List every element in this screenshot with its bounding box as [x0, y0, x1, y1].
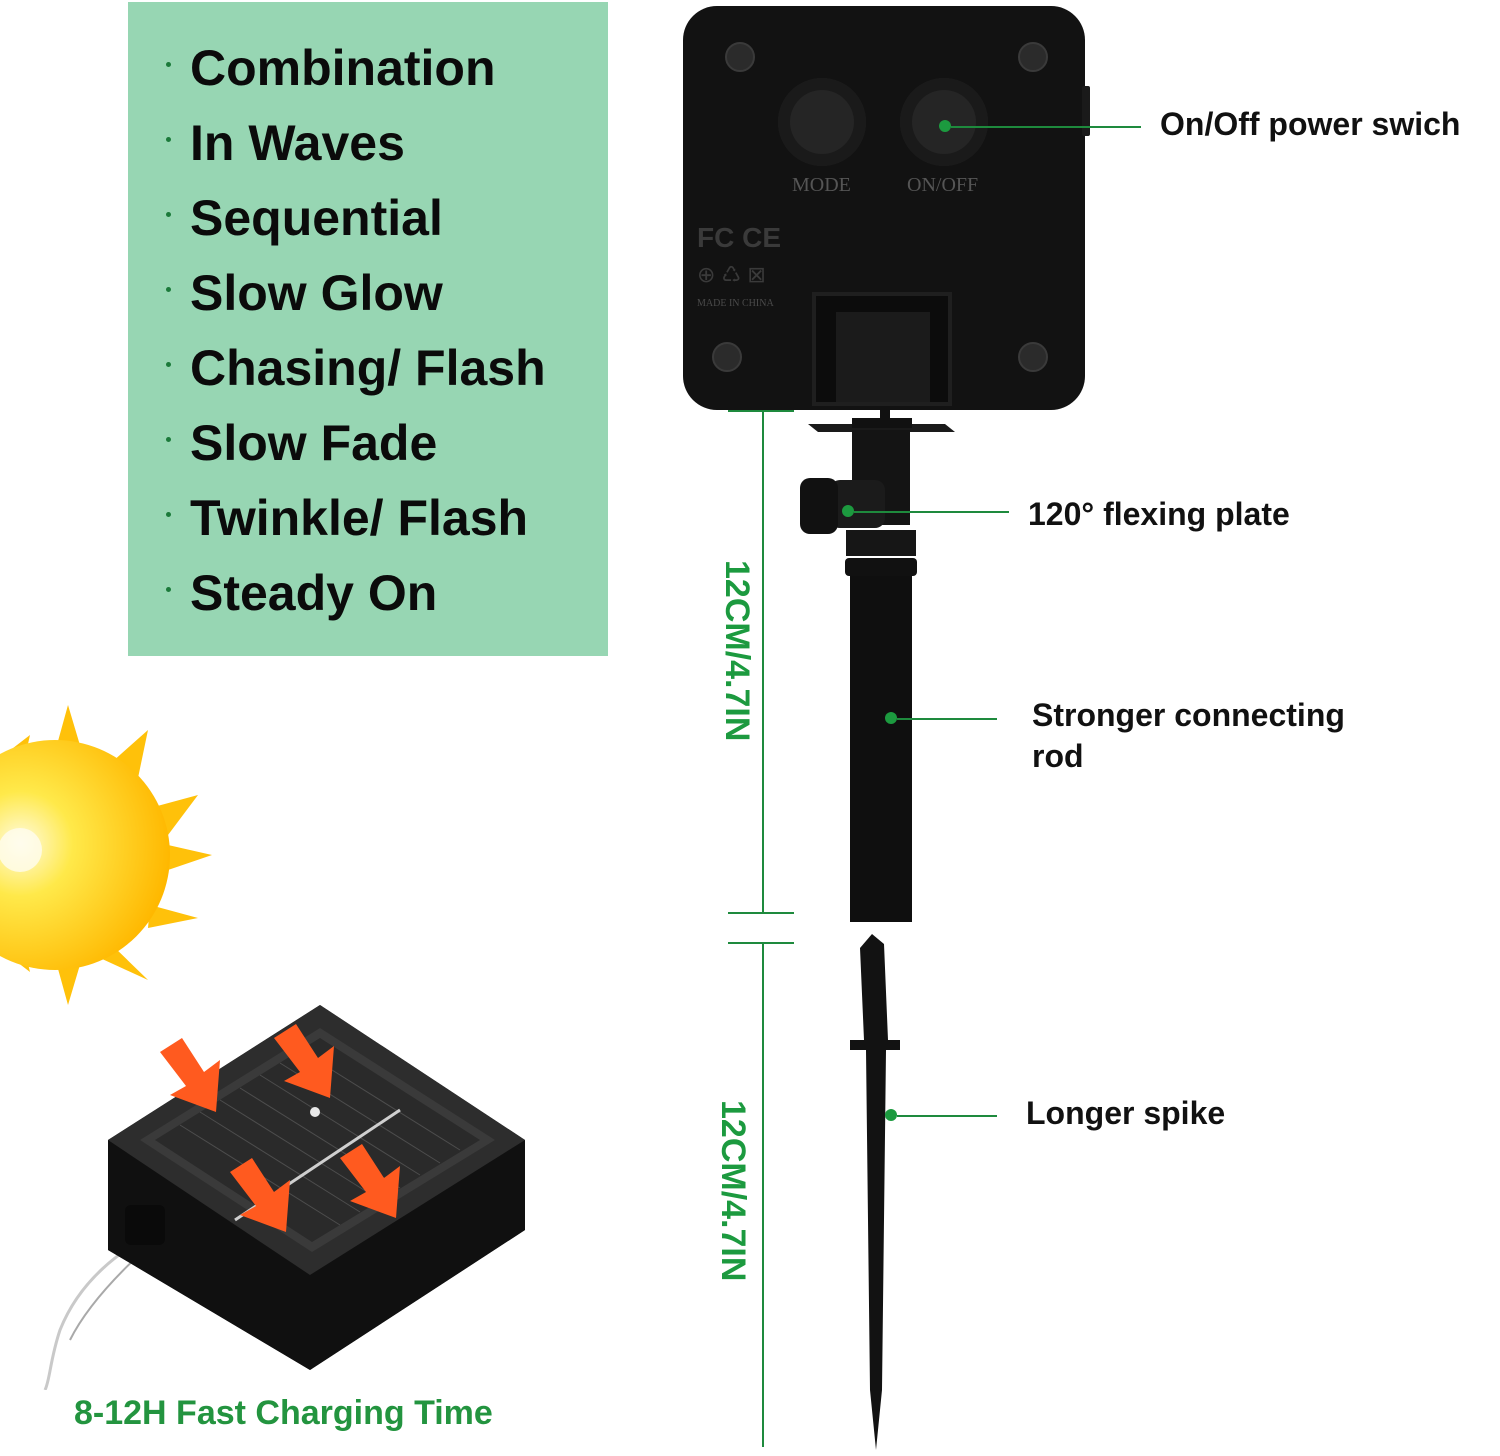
dimension-tick	[728, 410, 794, 412]
bullet-dot-icon	[166, 62, 171, 67]
dimension-tick	[728, 912, 794, 914]
flexing-plate-callout: 120° flexing plate	[1028, 496, 1290, 532]
screw-icon	[712, 342, 742, 372]
dimension-line-lower	[762, 942, 764, 1447]
mode-item: Steady On	[166, 563, 437, 623]
made-in-label: MADE IN CHINA	[697, 298, 774, 309]
bullet-dot-icon	[166, 287, 171, 292]
solar-panel-illustration	[43, 1005, 525, 1390]
certification-marks-icon: FC CE	[697, 222, 781, 253]
callout-dot-icon	[885, 712, 897, 724]
mode-button[interactable]	[778, 78, 866, 166]
callout-line	[897, 718, 997, 720]
screw-icon	[1018, 342, 1048, 372]
mode-item: Chasing/ Flash	[166, 338, 546, 398]
mount-slot-inner	[836, 312, 930, 402]
connecting-rod-callout-line1: Stronger connecting	[1032, 697, 1345, 733]
screw-icon	[725, 42, 755, 72]
bullet-dot-icon	[166, 512, 171, 517]
power-switch-callout: On/Off power swich	[1160, 106, 1461, 142]
callout-dot-icon	[885, 1109, 897, 1121]
callout-line	[897, 1115, 997, 1117]
stake-illustration	[800, 406, 955, 1450]
dimension-line-upper	[762, 410, 764, 913]
mode-item: Sequential	[166, 188, 443, 248]
bullet-dot-icon	[166, 212, 171, 217]
mode-list-panel: Combination In Waves Sequential Slow Glo…	[128, 2, 608, 656]
sun-icon	[0, 705, 212, 1005]
callout-line	[854, 511, 1009, 513]
mode-item: Slow Glow	[166, 263, 443, 323]
controller-side-port	[1082, 86, 1090, 136]
bullet-dot-icon	[166, 587, 171, 592]
mode-item: In Waves	[166, 113, 405, 173]
mode-item: Twinkle/ Flash	[166, 488, 528, 548]
spike-callout: Longer spike	[1026, 1095, 1226, 1131]
dimension-label-upper: 12CM/4.7IN	[718, 560, 756, 742]
screw-icon	[1018, 42, 1048, 72]
connecting-rod-callout-line2: rod	[1032, 738, 1084, 774]
mode-item: Combination	[166, 38, 496, 98]
callout-dot-icon	[842, 505, 854, 517]
bullet-dot-icon	[166, 437, 171, 442]
dimension-label-lower: 12CM/4.7IN	[714, 1100, 752, 1282]
callout-dot-icon	[939, 120, 951, 132]
mode-button-label: MODE	[792, 174, 851, 196]
mode-item: Slow Fade	[166, 413, 437, 473]
bullet-dot-icon	[166, 362, 171, 367]
bullet-dot-icon	[166, 137, 171, 142]
onoff-button-label: ON/OFF	[907, 174, 979, 196]
callout-line	[951, 126, 1141, 128]
charging-time-label: 8-12H Fast Charging Time	[74, 1394, 493, 1432]
dimension-tick	[728, 942, 794, 944]
recycle-marks-icon: ⊕ ♺ ⊠	[697, 262, 766, 287]
